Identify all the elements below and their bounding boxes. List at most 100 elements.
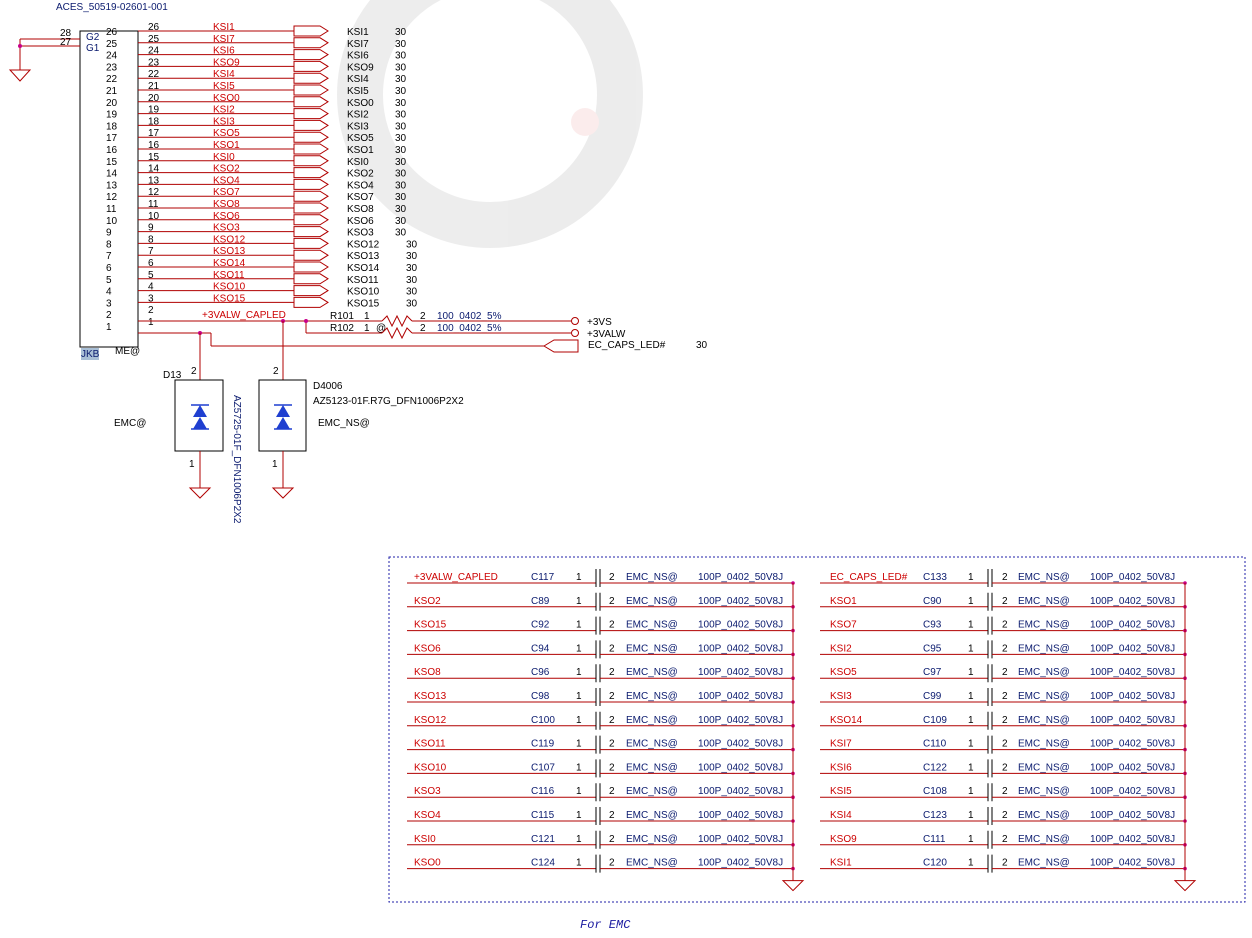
cap-pin: 1 — [576, 691, 582, 702]
cap-net-label: KSO14 — [830, 715, 863, 726]
offpage-page-ref: 30 — [395, 157, 407, 168]
cap-option: EMC_NS@ — [626, 834, 678, 845]
cap-ref: C96 — [531, 667, 550, 678]
connector-pin-left: 12 — [106, 192, 118, 203]
cap-net-label: KSO10 — [414, 762, 447, 773]
offpage-net-name: KSO1 — [347, 145, 374, 156]
diode-option: EMC_NS@ — [318, 418, 370, 429]
cap-value: 100P_0402_50V8J — [698, 596, 783, 607]
ground-symbol — [8, 69, 32, 82]
connector-pin-left: 3 — [106, 298, 112, 309]
cap-pin: 1 — [576, 596, 582, 607]
cap-value: 100P_0402_50V8J — [1090, 691, 1175, 702]
cap-pin: 1 — [968, 739, 974, 750]
cap-pin: 2 — [1002, 739, 1008, 750]
connector-pin-left: 24 — [106, 51, 118, 62]
cap-pin: 1 — [576, 834, 582, 845]
offpage-connector — [293, 178, 329, 190]
cap-pin: 2 — [1002, 572, 1008, 583]
offpage-connector — [293, 119, 329, 131]
offpage-page-ref: 30 — [395, 98, 407, 109]
cap-ref: C120 — [923, 858, 947, 869]
cap-pin: 1 — [576, 715, 582, 726]
connector-net-label: KSO15 — [213, 293, 246, 304]
offpage-net-name: KSO11 — [347, 275, 379, 286]
offpage-page-ref: 30 — [395, 110, 407, 121]
cap-option: EMC_NS@ — [626, 762, 678, 773]
gnd-pin-inner: G2 — [86, 32, 100, 43]
connector-pin-left: 18 — [106, 121, 118, 132]
diode-ref: D4006 — [313, 381, 343, 392]
diode-part: AZ5123-01F.R7G_DFN1006P2X2 — [313, 396, 464, 407]
gnd-pin-inner: G1 — [86, 43, 100, 54]
cap-option: EMC_NS@ — [1018, 667, 1070, 678]
connector-pin-left: 22 — [106, 74, 118, 85]
offpage-net-name: KSO7 — [347, 192, 374, 203]
cap-pin: 2 — [1002, 643, 1008, 654]
connector-pin-right: 1 — [148, 317, 154, 328]
connector-pin-right: 6 — [148, 258, 154, 269]
cap-ref: C122 — [923, 762, 947, 773]
offpage-connector — [293, 84, 329, 96]
offpage-page-ref: 30 — [395, 86, 407, 97]
cap-pin: 2 — [609, 620, 615, 631]
offpage-net-name: KSI7 — [347, 39, 369, 50]
cap-net-label: KSI2 — [830, 643, 852, 654]
connector-pin-right: 20 — [148, 93, 160, 104]
diode-ref: D13 — [163, 370, 182, 381]
cap-value: 100P_0402_50V8J — [698, 643, 783, 654]
power-wiring: +3VALW_CAPLED — [138, 310, 544, 347]
connector-net-label: KSO1 — [213, 140, 240, 151]
cap-option: EMC_NS@ — [1018, 762, 1070, 773]
connector-pin-left: 15 — [106, 157, 118, 168]
emc-section-border — [388, 556, 1246, 903]
cap-option: EMC_NS@ — [626, 858, 678, 869]
connector-net-label: KSO9 — [213, 57, 240, 68]
connector-part-number: ACES_50519-02601-001 — [56, 2, 168, 13]
cap-option: EMC_NS@ — [626, 596, 678, 607]
led-net-page: 30 — [696, 340, 708, 351]
connector-pin-left: 5 — [106, 275, 112, 286]
offpage-net-name: KSO9 — [347, 62, 374, 73]
cap-net-label: KSO12 — [414, 715, 447, 726]
connector-pin-left: 4 — [106, 287, 112, 298]
resistor-pin: 1 — [364, 323, 370, 334]
cap-value: 100P_0402_50V8J — [1090, 858, 1175, 869]
offpage-page-ref: 30 — [395, 74, 407, 85]
offpage-net-name: KSO5 — [347, 133, 374, 144]
connector-pin-left: 26 — [106, 27, 118, 38]
offpage-page-ref: 30 — [395, 145, 407, 156]
cap-net-label: KSO2 — [414, 596, 441, 607]
connector-pin-right: 19 — [148, 105, 160, 116]
cap-option: EMC_NS@ — [1018, 786, 1070, 797]
diode-option: EMC@ — [114, 418, 146, 429]
connector-pin-right: 2 — [148, 305, 154, 316]
connector-net-label: KSO4 — [213, 175, 240, 186]
ground-symbol — [271, 487, 295, 499]
connector-pin-left: 6 — [106, 263, 112, 274]
connector-net-label: KSO0 — [213, 93, 240, 104]
cap-net-label: KSI6 — [830, 762, 852, 773]
cap-value: 100P_0402_50V8J — [698, 715, 783, 726]
offpage-connector — [293, 96, 329, 108]
offpage-connector — [293, 214, 329, 226]
cap-pin: 1 — [968, 715, 974, 726]
cap-ref: C95 — [923, 643, 942, 654]
cap-option: EMC_NS@ — [626, 572, 678, 583]
cap-pin: 1 — [968, 786, 974, 797]
cap-ref: C111 — [923, 834, 946, 845]
cap-value: 100P_0402_50V8J — [1090, 834, 1175, 845]
connector-pin-left: 2 — [106, 310, 112, 321]
cap-option: EMC_NS@ — [626, 739, 678, 750]
cap-net-label: KSI7 — [830, 739, 852, 750]
resistor-pin: 1 — [364, 311, 370, 322]
watermark — [337, 0, 643, 248]
cap-option: EMC_NS@ — [1018, 858, 1070, 869]
cap-pin: 1 — [968, 762, 974, 773]
cap-option: EMC_NS@ — [626, 620, 678, 631]
connector-pin-left: 17 — [106, 133, 118, 144]
cap-ref: C94 — [531, 643, 550, 654]
connector-net-label: KSI4 — [213, 69, 235, 80]
cap-net-label: KSO11 — [414, 739, 446, 750]
connector-pin-right: 26 — [148, 22, 160, 33]
